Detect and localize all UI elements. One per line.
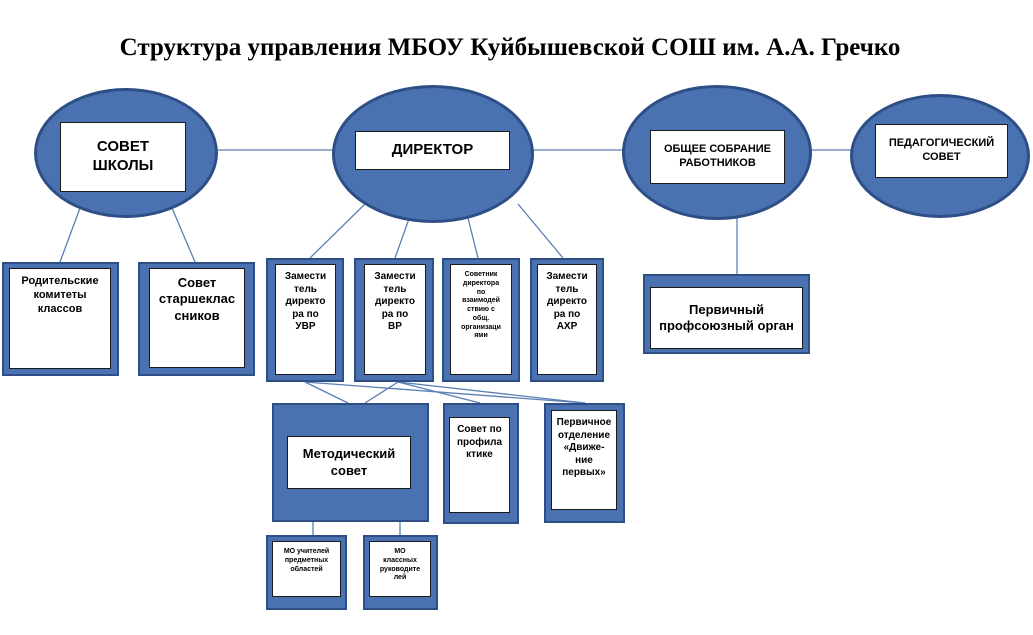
general-meeting-box: ОБЩЕЕ СОБРАНИЕ РАБОТНИКОВ bbox=[650, 130, 785, 184]
prevention-council-box: Совет по профила ктике bbox=[449, 417, 510, 513]
connector-council-parents bbox=[59, 207, 81, 263]
advisor-box: Советник директора по взаимодей ствию с … bbox=[450, 264, 512, 375]
mo-subject-teachers-label: МО учителей предметных областей bbox=[283, 548, 330, 573]
prevention-council-label: Совет по профила ктике bbox=[456, 424, 503, 460]
trade-union-box: Первичный профсоюзный орган bbox=[650, 287, 803, 349]
connector-director-vr bbox=[394, 215, 411, 259]
connector-vr-movement bbox=[397, 381, 586, 404]
general-meeting-label: ОБЩЕЕ СОБРАНИЕ РАБОТНИКОВ bbox=[663, 143, 772, 169]
deputy-ahr-label: Замести тель директо ра по АХР bbox=[546, 271, 588, 332]
advisor-label: Советник директора по взаимодей ствию с … bbox=[461, 271, 501, 340]
deputy-ahr-box: Замести тель директо ра по АХР bbox=[537, 264, 597, 375]
mo-subject-teachers-box: МО учителей предметных областей bbox=[272, 541, 341, 597]
pedagogical-council-box: ПЕДАГОГИЧЕСКИЙ СОВЕТ bbox=[875, 124, 1008, 178]
director-box: ДИРЕКТОР bbox=[355, 131, 510, 170]
mo-class-teachers-box: МО классных руководите лей bbox=[369, 541, 431, 597]
connector-director-uvr bbox=[309, 203, 366, 259]
connector-council-students bbox=[171, 207, 196, 263]
mo-class-teachers-label: МО классных руководите лей bbox=[379, 548, 421, 582]
parent-committees-box: Родительские комитеты классов bbox=[9, 268, 111, 369]
trade-union-label: Первичный профсоюзный орган bbox=[659, 301, 794, 333]
senior-students-council-box: Совет старшеклас сников bbox=[149, 268, 245, 368]
page-title: Структура управления МБОУ Куйбышевской С… bbox=[119, 34, 901, 61]
pedagogical-council-label: ПЕДАГОГИЧЕСКИЙ СОВЕТ bbox=[888, 137, 995, 163]
methodical-council-box: Методический совет bbox=[287, 436, 411, 489]
connector-director-advisor bbox=[467, 217, 479, 259]
senior-students-council-label: Совет старшеклас сников bbox=[158, 275, 236, 323]
school-council-label: СОВЕТ ШКОЛЫ bbox=[92, 138, 154, 174]
parent-committees-label: Родительские комитеты классов bbox=[21, 275, 99, 315]
methodical-council-label: Методический совет bbox=[302, 446, 396, 478]
director-label: ДИРЕКТОР bbox=[391, 141, 474, 159]
connector-uvr-method bbox=[304, 381, 349, 404]
connector-uvr-movement bbox=[304, 381, 586, 404]
deputy-uvr-box: Замести тель директо ра по УВР bbox=[275, 264, 336, 375]
school-council-box: СОВЕТ ШКОЛЫ bbox=[60, 122, 186, 192]
deputy-vr-label: Замести тель директо ра по ВР bbox=[374, 271, 416, 332]
deputy-uvr-label: Замести тель директо ра по УВР bbox=[284, 271, 327, 332]
connector-vr-method bbox=[364, 381, 399, 404]
deputy-vr-box: Замести тель директо ра по ВР bbox=[364, 264, 426, 375]
movement-first-label: Первичное отделение «Движе- ние первых» bbox=[556, 417, 612, 478]
connector-director-ahr bbox=[517, 203, 564, 259]
movement-first-box: Первичное отделение «Движе- ние первых» bbox=[551, 410, 617, 510]
